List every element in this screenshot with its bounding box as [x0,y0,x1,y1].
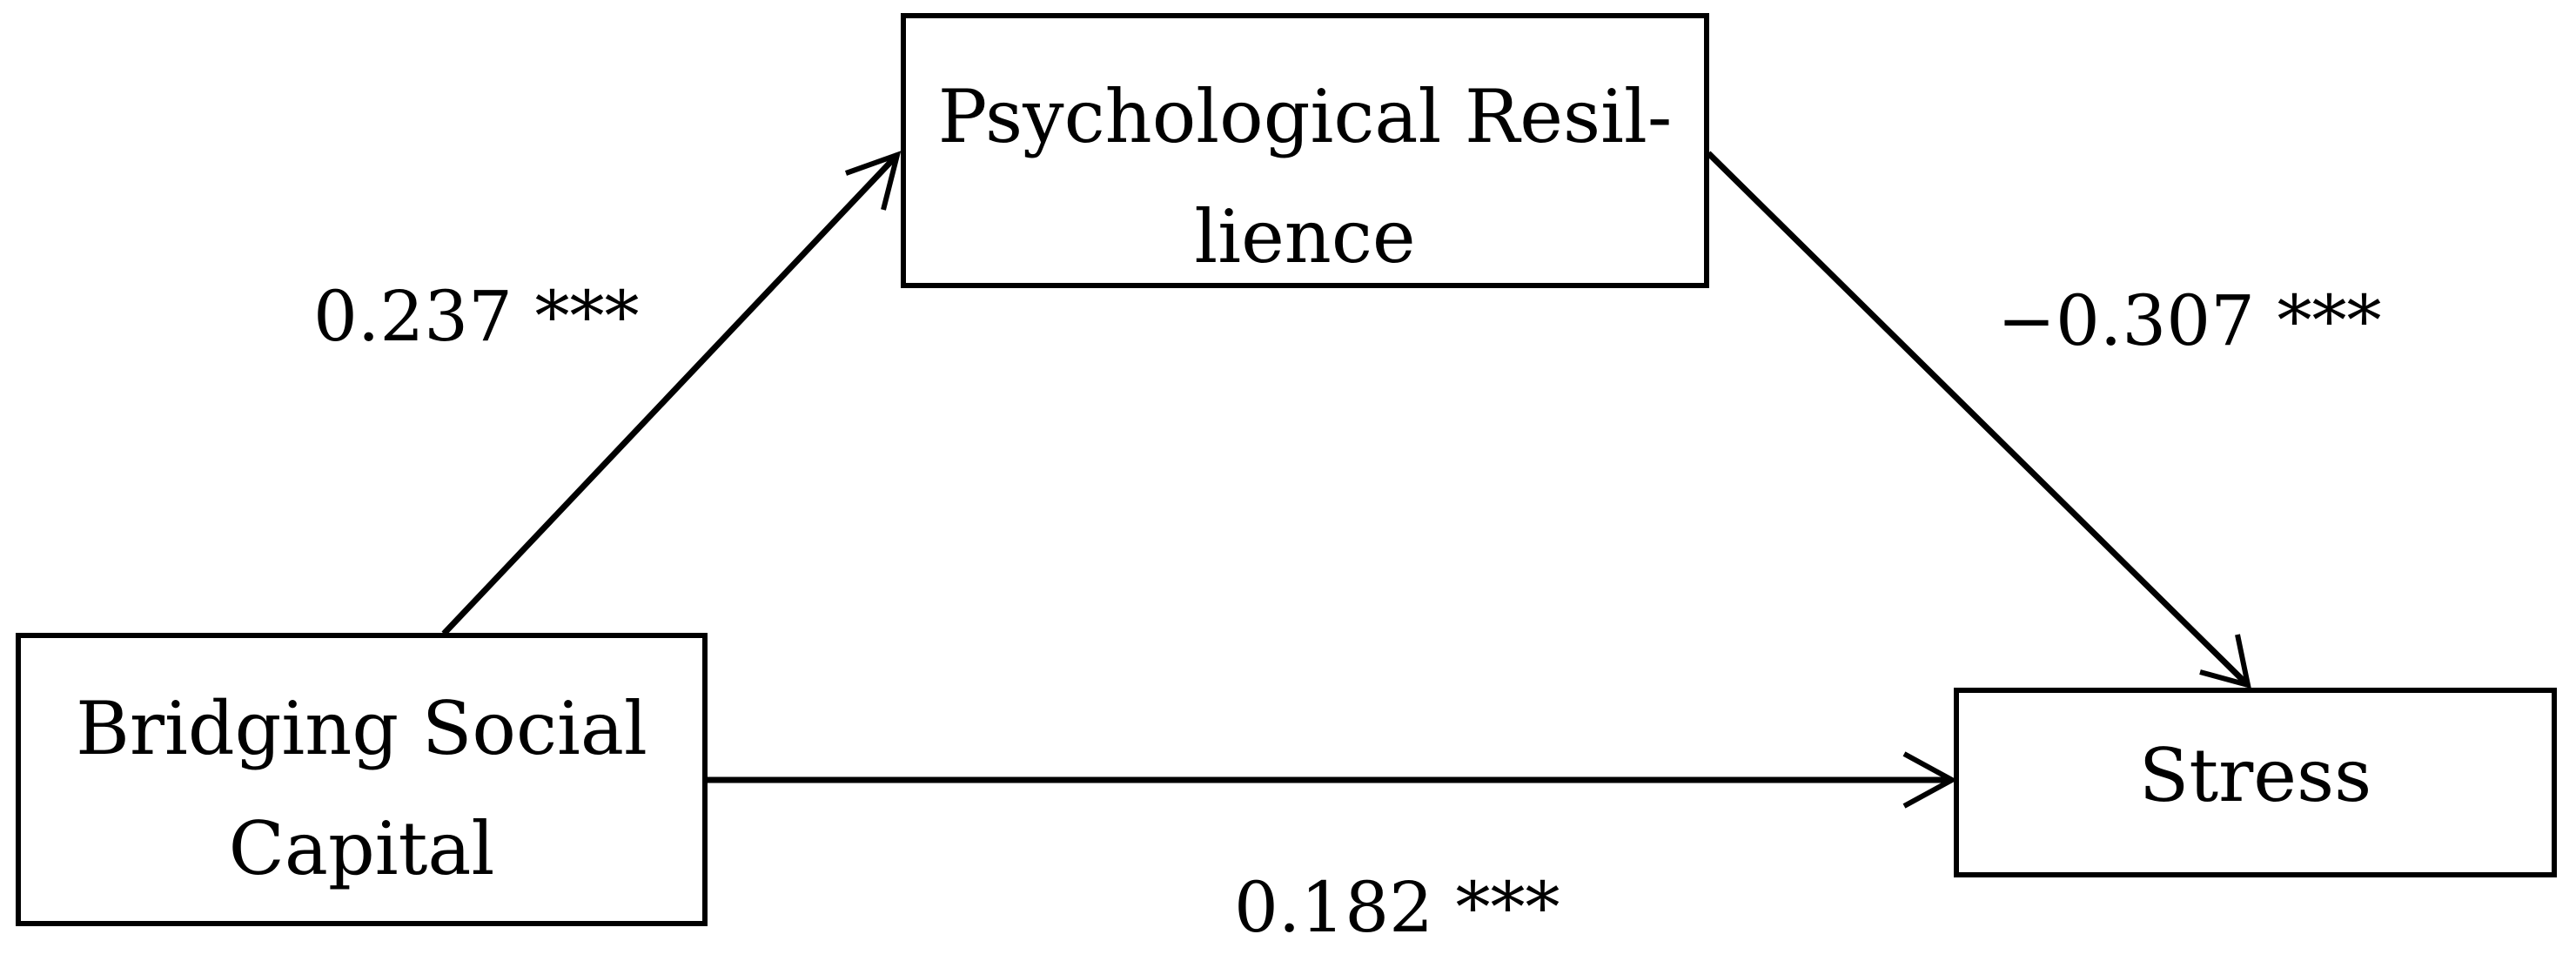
arrow-predictor-to-outcome [708,751,1958,809]
coefficient-predictor-to-mediator: 0.237 *** [313,276,640,357]
node-label-line: Capital [228,805,495,891]
node-label-line: Stress [2138,733,2372,818]
coefficient-predictor-to-outcome: 0.182 *** [1234,867,1560,948]
node-label-line: Psychological Resil- [937,73,1673,159]
arrow-predictor-to-mediator [441,151,902,636]
node-label-line: Bridging Social [76,685,647,771]
node-stress: Stress [1954,688,2557,877]
arrow-mediator-to-outcome [1706,151,2251,689]
node-psychological-resilience: Psychological Resil- lience [901,13,1709,288]
node-bridging-social-capital: Bridging Social Capital [16,633,708,926]
arrowhead-icon [844,151,902,211]
arrowhead-icon [2199,634,2251,689]
coefficient-mediator-to-outcome: −0.307 *** [1997,280,2382,361]
arrow-shaft [441,152,900,636]
arrow-shaft [1706,151,2251,688]
arrowhead-icon [1902,751,1958,809]
node-label-line: lience [1194,193,1416,279]
